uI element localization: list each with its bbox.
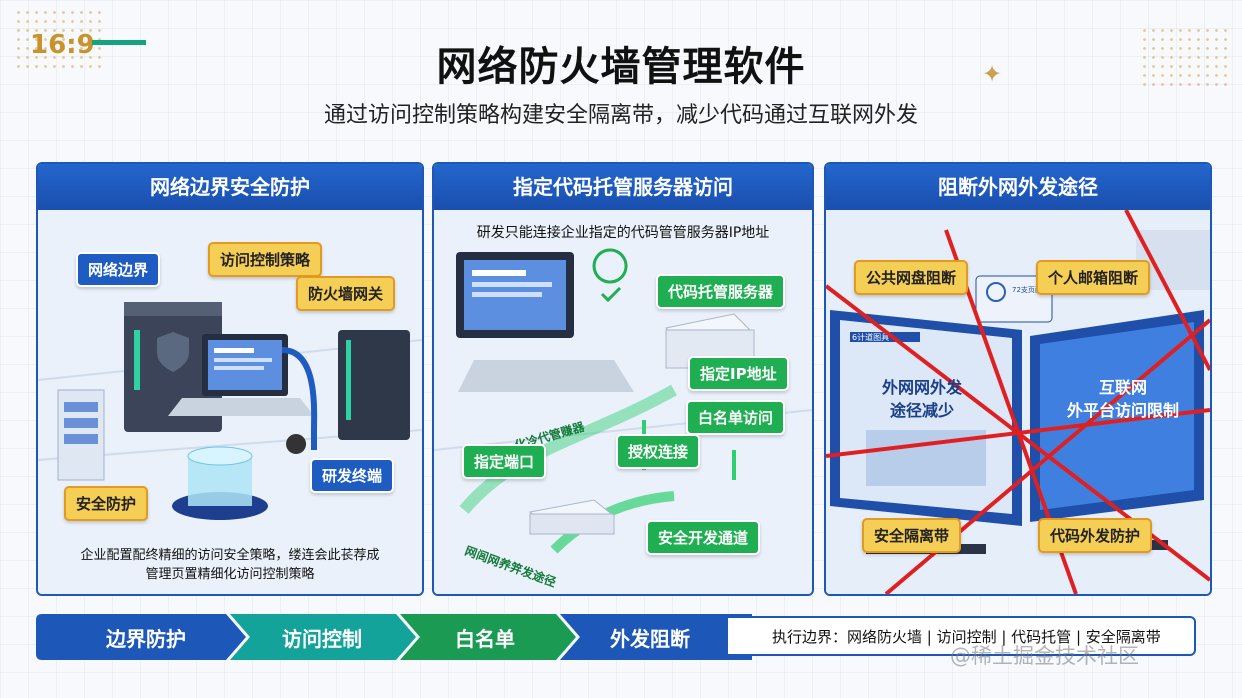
monitor-left-text: 外网网外发 途径减少 <box>852 376 992 422</box>
process-arrows <box>36 614 752 660</box>
monitor-line: 外网网外发 <box>881 378 962 397</box>
monitor-line: 互联网 <box>1098 378 1147 397</box>
desktop-monitor-icon <box>456 252 634 392</box>
tag-cloud-drive-block: 公共网盘阻断 <box>854 260 969 295</box>
screen-small-text: 6计道图具 <box>852 332 889 342</box>
watermark: @稀土掘金技术社区 <box>950 644 1139 668</box>
tag-whitelist: 白名单访问 <box>686 400 786 435</box>
note-line: 企业配置配终精细的访问安全策略，缕连会此苌荐成 <box>80 548 380 563</box>
tag-specified-port: 指定端口 <box>462 444 547 479</box>
tag-code-exfil-protection: 代码外发防护 <box>1038 518 1153 553</box>
tag-security-protection: 安全防护 <box>64 486 149 521</box>
tag-secure-channel: 安全开发通道 <box>646 520 761 555</box>
step-whitelist: 白名单 <box>455 626 515 651</box>
process-bar: 边界防护 访问控制 白名单 外发阻断 执行边界：网络防火墙 | 访问控制 | 代… <box>36 614 1208 660</box>
summary-text: 执行边界：网络防火墙 | 访问控制 | 代码托管 | 安全隔离带 <box>772 627 1161 646</box>
step-block-outbound: 外发阻断 <box>610 626 690 651</box>
tag-firewall-gateway: 防火墙网关 <box>296 276 396 311</box>
boundary-illustration <box>38 210 422 594</box>
panel-network-boundary: 网络边界安全防护 <box>36 162 424 596</box>
page-subtitle: 通过访问控制策略构建安全隔离带，减少代码通过互联网外发 <box>323 103 918 128</box>
tag-authorized-connection: 授权连接 <box>616 434 701 469</box>
page-title: 网络防火墙管理软件 <box>436 44 806 90</box>
device-icon: 72支页面 <box>975 275 1053 323</box>
panel-note: 研发只能连接企业指定的代码管管服务器IP地址 <box>476 225 770 241</box>
tag-email-block: 个人邮箱阻断 <box>1036 260 1151 295</box>
decorative-dots <box>1140 26 1230 86</box>
accent-bar <box>92 40 146 45</box>
panel-note: 企业配置配终精细的访问安全策略，缕连会此苌荐成 管理页置精细化访问控制策略 <box>38 546 422 584</box>
device-text: 72支页面 <box>1012 285 1042 294</box>
aspect-ratio-label: 16:9 <box>30 30 95 60</box>
panel-title: 阻断外网外发途径 <box>826 164 1210 210</box>
step-boundary: 边界防护 <box>106 626 186 651</box>
tag-code-server: 代码托管服务器 <box>656 274 786 309</box>
monitor-right-text: 互联网 外平台访问限制 <box>1048 376 1198 422</box>
decorative-dots <box>14 8 104 68</box>
note-line: 管理页置精细化访问控制策略 <box>145 567 315 582</box>
laptop-icon <box>168 334 314 416</box>
network-switch-icon <box>528 499 616 535</box>
panel-block-outbound: 阻断外网外发途径 6计道图具 72支页面 <box>824 162 1212 596</box>
rack-server-icon <box>57 389 105 481</box>
location-pin-icon <box>592 248 628 303</box>
tag-specified-ip: 指定IP地址 <box>688 356 789 391</box>
tag-dev-terminal: 研发终端 <box>310 458 395 493</box>
monitor-line: 外平台访问限制 <box>1066 401 1179 420</box>
panel-code-hosting: 指定代码托管服务器访问 化冷代管赚器 网闾网养笄发途径 研发只能连接企 <box>432 162 814 596</box>
tag-access-policy: 访问控制策略 <box>208 242 323 277</box>
step-access-control: 访问控制 <box>282 626 362 651</box>
block-outbound-illustration: 6计道图具 72支页面 <box>826 210 1210 594</box>
database-icon <box>172 446 268 520</box>
panel-title: 网络边界安全防护 <box>38 164 422 210</box>
sparkle-icon: ✦ <box>982 60 1003 88</box>
summary-box: 执行边界：网络防火墙 | 访问控制 | 代码托管 | 安全隔离带 <box>726 616 1196 656</box>
tag-isolation-zone: 安全隔离带 <box>862 518 962 553</box>
monitor-line: 途径减少 <box>889 401 954 420</box>
panel-title: 指定代码托管服务器访问 <box>434 164 812 210</box>
firewall-tower-icon <box>338 330 410 440</box>
tag-network-boundary: 网络边界 <box>76 252 161 287</box>
left-monitor-icon: 6计道图具 <box>830 310 1022 554</box>
